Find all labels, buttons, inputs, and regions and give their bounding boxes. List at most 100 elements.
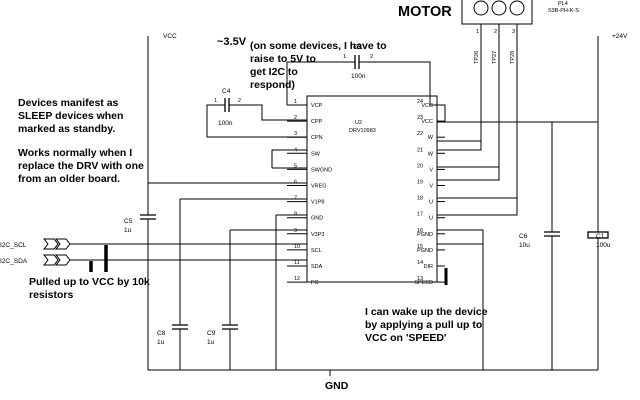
sleep-note: Devices manifest as SLEEP devices when m…	[18, 97, 124, 135]
sda-net-label: I2C_SDA	[0, 258, 28, 265]
c1-ref: C1	[596, 233, 605, 240]
tp26: TP26	[474, 51, 480, 64]
vcc-label: VCC	[163, 33, 177, 40]
ic-pin-name-14: DIR	[424, 264, 434, 270]
tp27: TP27	[492, 51, 498, 64]
c9-symbol	[222, 324, 238, 330]
c6-val: 10u	[519, 242, 530, 249]
ic-pin-number-3: 3	[294, 131, 297, 137]
speed-note: I can wake up the device by applying a p…	[365, 306, 488, 344]
ic-pin-number-20: 20	[417, 163, 423, 169]
ic-pin-number-11: 11	[294, 260, 300, 266]
scl-port-b	[54, 238, 71, 250]
ic-pin-number-14: 14	[417, 260, 423, 266]
approx-voltage: ~3.5V	[217, 36, 247, 48]
ic-pin-number-10: 10	[294, 244, 300, 250]
ic-pin-name-5: SWGND	[311, 167, 332, 173]
ic-pin-name-4: SW	[311, 151, 321, 157]
c4-symbol	[224, 98, 230, 112]
motor-connector	[461, 0, 533, 25]
wire-phase-v	[437, 24, 500, 181]
scl-port-a	[42, 238, 59, 250]
ic-pin-name-18: U	[429, 200, 433, 206]
c9-val: 1u	[207, 339, 215, 346]
ic-pin-number-22: 22	[417, 131, 423, 137]
c3-val: 100n	[351, 73, 366, 80]
ic-pin-name-3: CPN	[311, 135, 323, 141]
ic-pin-name-11: SDA	[311, 264, 323, 270]
c8-val: 1u	[157, 339, 165, 346]
ic-pin-name-24: VCC	[421, 103, 433, 109]
c1-val: 100u	[596, 242, 611, 249]
motor-pin-num-1: 1	[476, 29, 479, 35]
ic-pin-name-2: CPP	[311, 119, 323, 125]
c8-ref: C8	[157, 330, 166, 337]
ic-pin-name-13: SPEED	[414, 280, 433, 286]
ic-pin-number-23: 23	[417, 115, 423, 121]
wire-pgnd	[437, 229, 484, 370]
wire-vcc-tie	[437, 104, 446, 122]
gnd-label: GND	[325, 380, 349, 392]
ic-pin-name-10: SCL	[311, 248, 322, 254]
ic-pin-number-5: 5	[294, 163, 297, 169]
ic-pin-number-21: 21	[417, 147, 423, 153]
sda-port-b	[54, 254, 71, 266]
motor-part: S3B-PH-K-S	[548, 8, 579, 14]
ic-pin-name-12: FG	[311, 280, 319, 286]
svg-text:1: 1	[214, 98, 217, 104]
c6-symbol	[544, 231, 560, 237]
ic-pin-number-13: 13	[417, 276, 423, 282]
motor-pin-num-2: 2	[494, 29, 497, 35]
c9-ref: C9	[207, 330, 216, 337]
motor-ref: PL4	[558, 1, 568, 7]
pullup-note: Pulled up to VCC by 10k resistors	[29, 276, 150, 301]
ic-pin-number-12: 12	[294, 276, 300, 282]
ic-pin-number-19: 19	[417, 180, 423, 186]
wire-phase-w	[437, 24, 482, 142]
ic-pin-name-22: W	[428, 135, 434, 141]
ic-pin-name-21: W	[428, 151, 434, 157]
ic-pin-number-2: 2	[294, 115, 297, 121]
svg-text:2: 2	[370, 54, 373, 60]
wire-phase-u	[437, 24, 518, 216]
ic-pin-name-16: PGND	[417, 232, 433, 238]
v24-label: +24V	[612, 33, 628, 40]
ic-pin-name-7: V1P8	[311, 200, 324, 206]
ic-pin-number-6: 6	[294, 180, 297, 186]
pullup-markers	[89, 245, 108, 272]
c4-val: 100n	[218, 120, 233, 127]
ic-pin-name-1: VCP	[311, 103, 323, 109]
ic-pin-number-9: 9	[294, 228, 297, 234]
motor-pin-1	[473, 0, 489, 16]
ic-pin-number-16: 16	[417, 228, 423, 234]
ic-pin-name-17: U	[429, 216, 433, 222]
svg-text:2: 2	[238, 98, 241, 104]
ic-part: DRV10983	[349, 128, 376, 134]
svg-text:1: 1	[343, 54, 346, 60]
c3-symbol	[354, 55, 360, 69]
ic-right-pins: 24VCC23VCC22W21W20V19V18U17U16PGND15PGND…	[414, 99, 445, 286]
wire-c4-a	[206, 104, 307, 121]
ic-ref: U2	[355, 120, 362, 126]
ic-pin-number-18: 18	[417, 196, 423, 202]
ic-body	[306, 95, 438, 283]
ic-pin-name-15: PGND	[417, 248, 433, 254]
ic-pin-name-9: V3P3	[311, 232, 324, 238]
ic-pin-number-17: 17	[417, 212, 423, 218]
ic-left-pins: 1VCP2CPP3CPN4SW5SWGND6VREG7V1P88GND9V3P3…	[287, 99, 332, 286]
ic-pin-name-20: V	[429, 167, 433, 173]
c5-symbol	[140, 214, 156, 220]
sda-port-a	[42, 254, 59, 266]
ic-pin-name-23: VCC	[421, 119, 433, 125]
c5-ref: C5	[124, 218, 133, 225]
c8-symbol	[172, 324, 188, 330]
ic-pin-number-1: 1	[294, 99, 297, 105]
motor-title: MOTOR	[398, 4, 452, 20]
c3-ref: C3	[353, 44, 362, 51]
ic-pin-name-19: V	[429, 184, 433, 190]
scl-net-label: I2C_SCL	[0, 242, 27, 249]
c6-ref: C6	[519, 233, 528, 240]
motor-pin-num-3: 3	[512, 29, 515, 35]
voltage-note: (on some devices, I have to raise to 5V …	[250, 40, 387, 91]
